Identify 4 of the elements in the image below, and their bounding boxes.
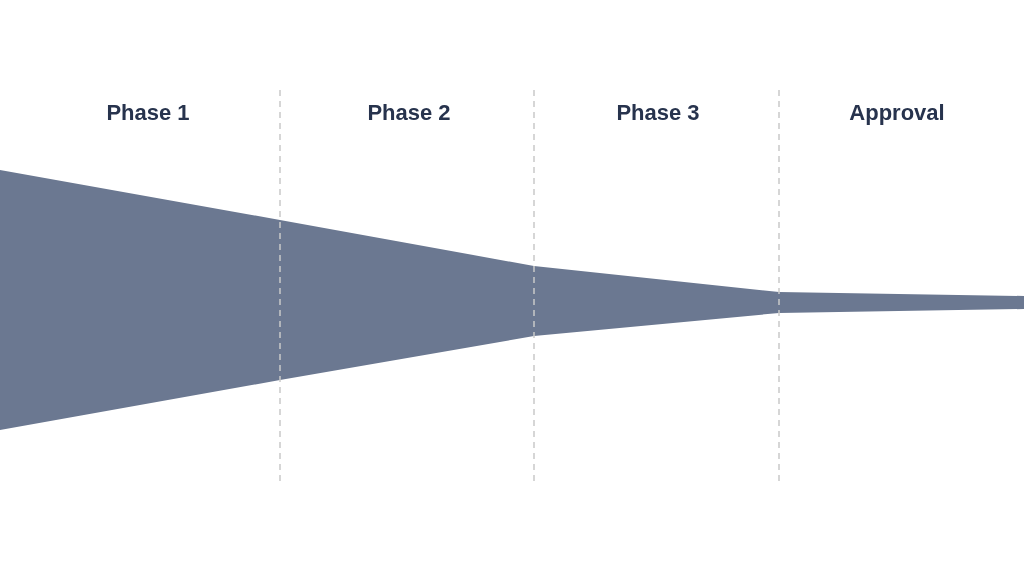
phase-heading: Phase 1: [106, 99, 190, 127]
phase-heading: Phase 2: [367, 99, 451, 127]
phase-heading: Approval: [849, 99, 945, 127]
phase-heading: Phase 3: [616, 99, 700, 127]
